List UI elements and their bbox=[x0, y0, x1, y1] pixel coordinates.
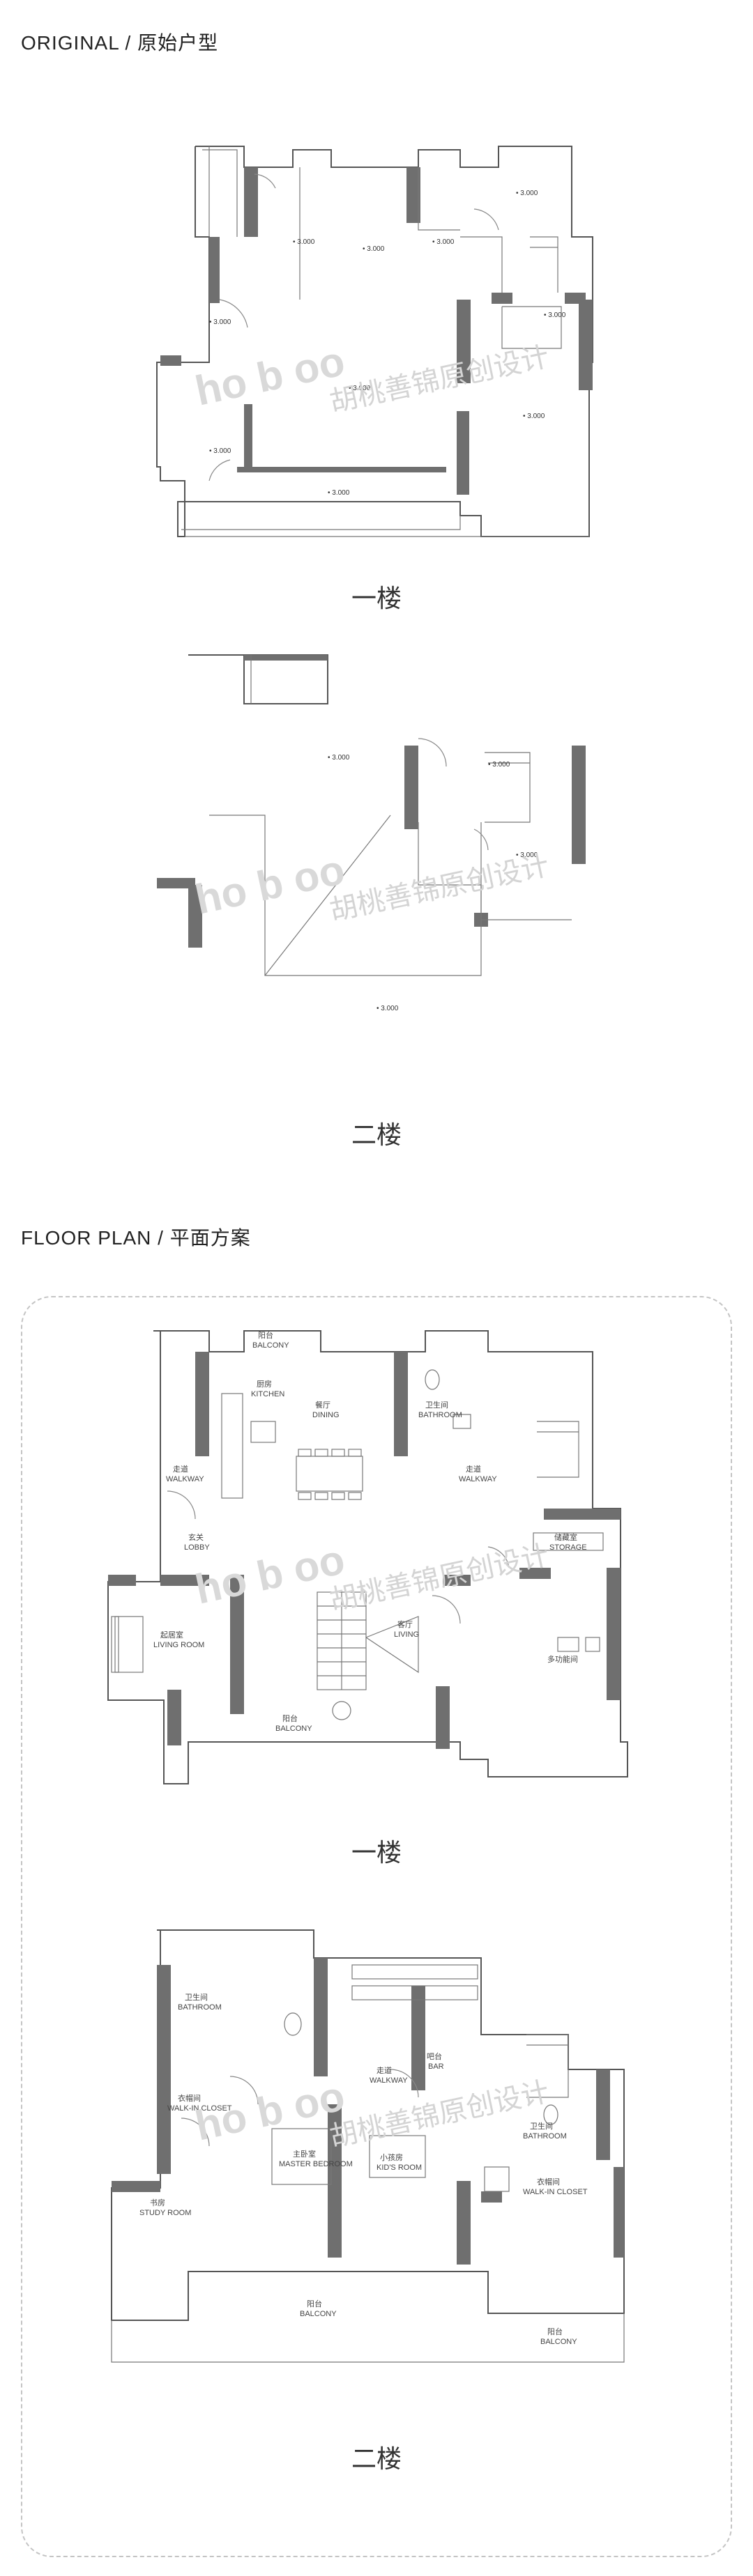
room-label-zh: 储藏室 bbox=[554, 1532, 577, 1542]
original-second-floor-label: 二楼 bbox=[351, 1120, 402, 1149]
room-label-en: BALCONY bbox=[300, 2310, 337, 2318]
svg-text:• 3.000: • 3.000 bbox=[432, 238, 455, 246]
room-label-en: WALKWAY bbox=[166, 1475, 204, 1483]
room-label-zh: 多功能间 bbox=[547, 1654, 578, 1664]
floor-plan-section-title: FLOOR PLAN / 平面方案 bbox=[21, 1227, 251, 1249]
svg-text:• 3.000: • 3.000 bbox=[523, 412, 545, 420]
room-label-en: WALKWAY bbox=[370, 2076, 408, 2085]
room-label-zh: 衣帽间 bbox=[537, 2177, 560, 2186]
stair-grid bbox=[317, 1591, 367, 1720]
room-label-zh: 书房 bbox=[150, 2198, 165, 2207]
watermark-1: ho b oo 胡桃善锦原创设计 bbox=[191, 341, 552, 418]
svg-text:• 3.000: • 3.000 bbox=[293, 238, 315, 246]
original-2f-dimension-notes: • 3.000 • 3.000 • 3.000 • 3.000 bbox=[328, 754, 538, 1012]
room-label-zh: 起居室 bbox=[160, 1630, 183, 1640]
plan-2f-room-labels: 卫生间 BATHROOM 衣帽间 WALK-IN CLOSET 走道 WALKW… bbox=[139, 1992, 588, 2346]
room-label-en: LOBBY bbox=[184, 1543, 210, 1552]
svg-text:• 3.000: • 3.000 bbox=[516, 190, 538, 197]
watermark-text: 胡桃善锦原创设计 bbox=[327, 2076, 552, 2153]
room-label-en: WALK-IN CLOSET bbox=[167, 2104, 232, 2113]
room-label-en: BATHROOM bbox=[418, 1411, 462, 1419]
original-2f-walls bbox=[157, 654, 586, 976]
room-label-zh: 吧台 bbox=[427, 2051, 442, 2061]
room-label-zh: 卫生间 bbox=[185, 1992, 208, 2002]
room-label-zh: 卫生间 bbox=[425, 1400, 448, 1410]
watermark-logo: ho b oo bbox=[191, 1540, 349, 1613]
original-section-title: ORIGINAL / 原始户型 bbox=[21, 32, 219, 54]
original-first-floor-label: 一楼 bbox=[351, 584, 402, 612]
room-label-en: WALKWAY bbox=[459, 1475, 497, 1483]
room-label-en: BALCONY bbox=[540, 2338, 577, 2346]
room-label-zh: 阳台 bbox=[282, 1713, 298, 1723]
svg-text:• 3.000: • 3.000 bbox=[376, 1005, 399, 1012]
watermark-text: 胡桃善锦原创设计 bbox=[327, 1540, 552, 1617]
room-label-zh: 衣帽间 bbox=[178, 2093, 201, 2103]
room-label-en: BALCONY bbox=[275, 1725, 312, 1733]
watermark-3: ho b oo 胡桃善锦原创设计 bbox=[191, 1540, 552, 1617]
room-label-zh: 客厅 bbox=[397, 1619, 413, 1629]
plan-first-floor: 厨房 KITCHEN 餐厅 DINING 阳台 BALCONY 卫生间 BATH… bbox=[107, 1330, 628, 1784]
svg-text:• 3.000: • 3.000 bbox=[488, 761, 510, 769]
plan-second-floor: 卫生间 BATHROOM 衣帽间 WALK-IN CLOSET 走道 WALKW… bbox=[111, 1929, 625, 2363]
room-label-en: MASTER BEDROOM bbox=[279, 2160, 353, 2168]
watermark-text: 胡桃善锦原创设计 bbox=[327, 341, 552, 418]
svg-text:• 3.000: • 3.000 bbox=[516, 851, 538, 859]
room-label-zh: 玄关 bbox=[188, 1532, 204, 1542]
room-label-en: BALCONY bbox=[252, 1341, 289, 1350]
room-label-en: LIVING bbox=[394, 1630, 419, 1639]
plan-1f-room-labels: 厨房 KITCHEN 餐厅 DINING 阳台 BALCONY 卫生间 BATH… bbox=[153, 1330, 587, 1733]
plan-first-floor-label: 一楼 bbox=[351, 1838, 402, 1867]
room-label-en: WALK-IN CLOSET bbox=[523, 2188, 588, 2196]
watermark-text: 胡桃善锦原创设计 bbox=[327, 850, 552, 927]
room-label-zh: 小孩房 bbox=[380, 2153, 403, 2162]
svg-text:• 3.000: • 3.000 bbox=[209, 447, 231, 455]
original-first-floor-plan: • 3.000 • 3.000 • 3.000 • 3.000 • 3.000 … bbox=[156, 146, 593, 537]
room-label-en: STUDY ROOM bbox=[139, 2209, 191, 2217]
watermark-logo: ho b oo bbox=[191, 2076, 349, 2150]
room-label-zh: 走道 bbox=[376, 2065, 392, 2075]
svg-text:• 3.000: • 3.000 bbox=[209, 318, 231, 326]
room-label-en: BATHROOM bbox=[178, 2003, 222, 2012]
watermark-logo: ho b oo bbox=[191, 850, 349, 923]
original-1f-dimension-notes: • 3.000 • 3.000 • 3.000 • 3.000 • 3.000 … bbox=[209, 190, 566, 497]
room-label-en: KITCHEN bbox=[251, 1390, 284, 1398]
room-label-en: STORAGE bbox=[549, 1543, 587, 1552]
original-1f-walls bbox=[156, 146, 593, 537]
room-label-zh: 厨房 bbox=[257, 1380, 272, 1389]
room-label-zh: 卫生间 bbox=[530, 2121, 553, 2131]
watermark-logo: ho b oo bbox=[191, 341, 349, 415]
room-label-en: KID'S ROOM bbox=[376, 2164, 422, 2172]
svg-text:• 3.000: • 3.000 bbox=[363, 245, 385, 253]
room-label-en: BATHROOM bbox=[523, 2132, 567, 2141]
room-label-zh: 阳台 bbox=[307, 2299, 322, 2308]
room-label-zh: 阳台 bbox=[547, 2327, 563, 2336]
svg-text:• 3.000: • 3.000 bbox=[544, 311, 566, 319]
room-label-en: DINING bbox=[312, 1411, 340, 1419]
original-second-floor-plan: • 3.000 • 3.000 • 3.000 • 3.000 bbox=[157, 654, 586, 1012]
plan-1f-walls bbox=[107, 1330, 628, 1784]
svg-text:• 3.000: • 3.000 bbox=[328, 489, 350, 497]
watermark-2: ho b oo 胡桃善锦原创设计 bbox=[191, 850, 552, 927]
room-label-en: LIVING ROOM bbox=[153, 1641, 204, 1649]
svg-text:• 3.000: • 3.000 bbox=[349, 385, 371, 392]
svg-text:• 3.000: • 3.000 bbox=[328, 754, 350, 762]
room-label-zh: 走道 bbox=[466, 1464, 481, 1474]
room-label-zh: 餐厅 bbox=[315, 1400, 330, 1410]
room-label-zh: 主卧室 bbox=[293, 2149, 316, 2159]
room-label-zh: 走道 bbox=[173, 1464, 188, 1474]
plan-second-floor-label: 二楼 bbox=[351, 2444, 402, 2473]
plan-2f-walls bbox=[111, 1929, 625, 2363]
floor-plan-frame bbox=[21, 1296, 732, 2557]
room-label-zh: 阳台 bbox=[258, 1330, 273, 1340]
room-label-en: BAR bbox=[428, 2062, 444, 2071]
watermark-4: ho b oo 胡桃善锦原创设计 bbox=[191, 2076, 552, 2153]
